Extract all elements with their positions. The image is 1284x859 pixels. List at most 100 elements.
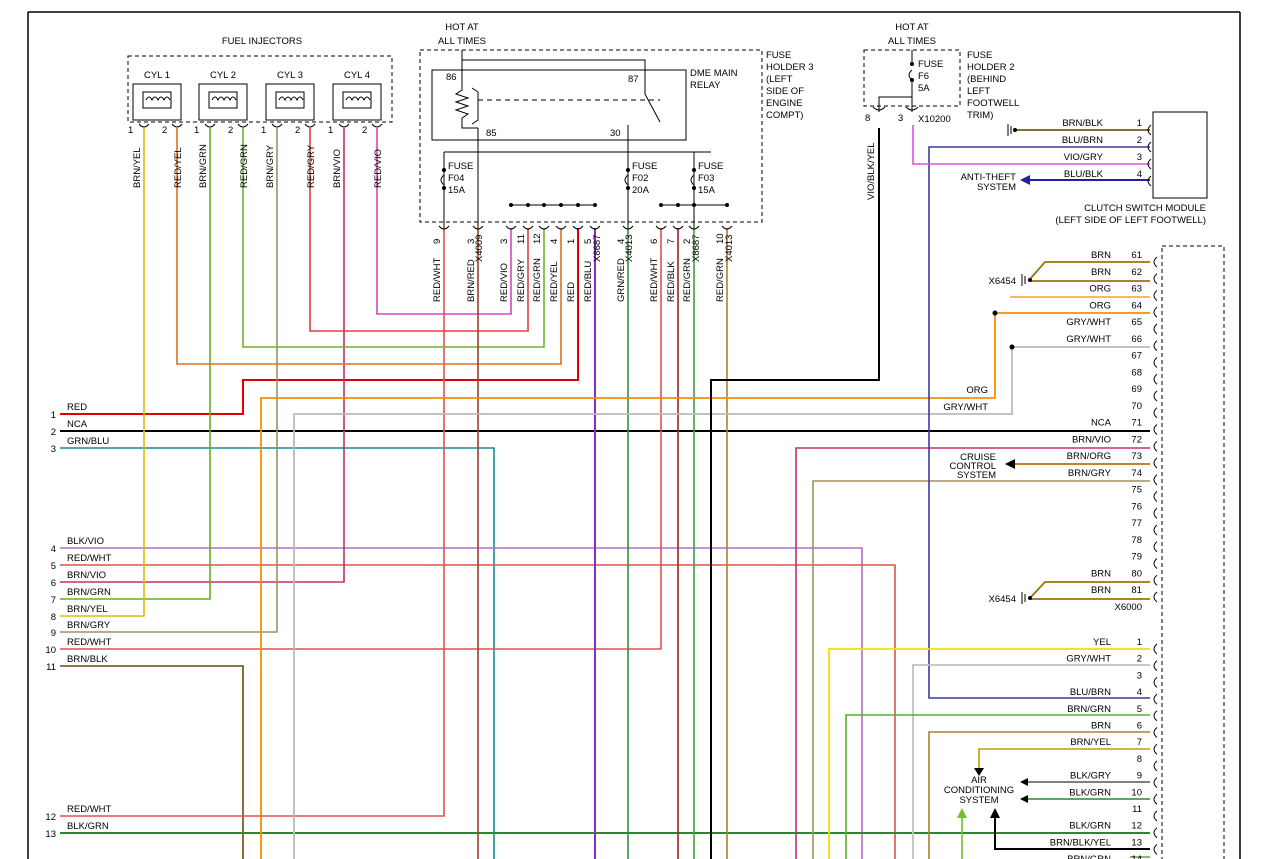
hot-label-2b: ALL TIMES xyxy=(888,36,936,47)
svg-text:61: 61 xyxy=(1131,250,1142,261)
right-lower-pin-11: 11 xyxy=(1132,804,1158,822)
svg-text:RED/BLU: RED/BLU xyxy=(583,261,594,302)
svg-text:RED/WHT: RED/WHT xyxy=(432,257,443,302)
svg-text:FOOTWELL: FOOTWELL xyxy=(967,98,1019,109)
ac-arrow-left-1-icon xyxy=(1020,778,1028,786)
ground-x6454-upper-icon xyxy=(1021,274,1032,286)
svg-text:BRN: BRN xyxy=(1091,267,1111,278)
hot-label-1b: ALL TIMES xyxy=(438,36,486,47)
svg-text:BRN/GRY: BRN/GRY xyxy=(67,620,111,631)
cruise-arrow-icon xyxy=(1005,459,1015,469)
svg-text:64: 64 xyxy=(1131,300,1142,311)
injector-wire: RED/VIO xyxy=(373,149,384,188)
svg-text:74: 74 xyxy=(1131,468,1142,479)
svg-text:FUSE: FUSE xyxy=(967,50,992,61)
right-lower-pin-5: 5 BRN/GRN xyxy=(1067,704,1158,722)
fuse-f6: FUSE F6 5A xyxy=(918,59,943,94)
svg-text:CONDITIONING: CONDITIONING xyxy=(944,785,1014,796)
svg-text:RED/GRY: RED/GRY xyxy=(516,258,527,302)
svg-text:TRIM): TRIM) xyxy=(967,110,993,121)
svg-text:2: 2 xyxy=(51,427,56,438)
svg-text:78: 78 xyxy=(1131,535,1142,546)
cruise-control-label: CRUISE CONTROL SYSTEM xyxy=(950,452,997,481)
svg-text:3: 3 xyxy=(499,239,510,244)
injector-pin: 2 xyxy=(162,125,167,136)
svg-text:BRN/RED: BRN/RED xyxy=(466,259,477,302)
fh3-pin: X4013 xyxy=(624,235,635,262)
svg-text:NCA: NCA xyxy=(67,419,88,430)
svg-text:BLK/GRY: BLK/GRY xyxy=(1070,771,1112,782)
svg-text:BRN: BRN xyxy=(1091,721,1111,732)
svg-text:F6: F6 xyxy=(918,71,929,82)
right-pin-68: 68 xyxy=(1131,367,1158,385)
svg-text:BLU/BRN: BLU/BRN xyxy=(1070,687,1111,698)
svg-text:10: 10 xyxy=(1131,787,1142,798)
fh3-pin: X4013 xyxy=(724,235,735,262)
svg-text:10: 10 xyxy=(45,645,56,656)
svg-text:(LEFT SIDE OF LEFT FOOTWELL): (LEFT SIDE OF LEFT FOOTWELL) xyxy=(1055,215,1206,226)
clutch-switch-module xyxy=(1152,111,1208,199)
anti-theft-arrow-icon xyxy=(1020,175,1030,185)
svg-text:GRY/WHT: GRY/WHT xyxy=(1066,334,1111,345)
svg-text:X8687: X8687 xyxy=(592,235,603,262)
svg-text:80: 80 xyxy=(1131,568,1142,579)
svg-text:68: 68 xyxy=(1131,367,1142,378)
right-pin-76: 76 xyxy=(1131,501,1158,519)
svg-text:4: 4 xyxy=(549,239,560,244)
right-pin-69: 69 xyxy=(1131,384,1158,402)
svg-text:DME MAIN: DME MAIN xyxy=(690,68,738,79)
svg-text:ORG: ORG xyxy=(1089,300,1111,311)
svg-text:X8687: X8687 xyxy=(691,235,702,262)
svg-text:BRN/GRN: BRN/GRN xyxy=(1067,704,1111,715)
injector-name: CYL 2 xyxy=(210,70,236,81)
svg-text:4: 4 xyxy=(616,239,627,244)
svg-text:SYSTEM: SYSTEM xyxy=(957,470,996,481)
svg-text:5: 5 xyxy=(1137,704,1142,715)
x6454-label-upper: X6454 xyxy=(989,276,1016,287)
svg-text:5A: 5A xyxy=(918,83,930,94)
svg-text:12: 12 xyxy=(45,812,56,823)
ac-arrow-left-2-icon xyxy=(1020,795,1028,803)
svg-text:65: 65 xyxy=(1131,317,1142,328)
svg-text:BRN/VIO: BRN/VIO xyxy=(67,570,106,581)
dme-main-relay xyxy=(431,69,687,141)
svg-text:1: 1 xyxy=(1137,118,1142,129)
svg-text:RED/WHT: RED/WHT xyxy=(67,804,112,815)
fh2-connector: X10200 xyxy=(918,114,951,125)
injector-wire: BRN/VIO xyxy=(332,149,343,188)
svg-text:FUSE: FUSE xyxy=(918,59,943,70)
injector-wire: RED/GRY xyxy=(306,144,317,188)
svg-text:FUSE: FUSE xyxy=(698,161,723,172)
fuse-holder-2-label: FUSE HOLDER 2 (BEHIND LEFT FOOTWELL TRIM… xyxy=(967,50,1019,121)
svg-text:1: 1 xyxy=(1137,637,1142,648)
svg-text:14: 14 xyxy=(1131,854,1142,859)
svg-text:11: 11 xyxy=(1132,804,1142,815)
svg-text:66: 66 xyxy=(1131,334,1142,345)
svg-text:SYSTEM: SYSTEM xyxy=(959,795,998,806)
left-connector-pins: 1RED2NCA3GRN/BLU4BLK/VIO5RED/WHT6BRN/VIO… xyxy=(45,402,111,840)
svg-text:AIR: AIR xyxy=(971,775,987,786)
svg-text:X4013: X4013 xyxy=(724,235,735,262)
svg-text:RED/WHT: RED/WHT xyxy=(67,553,112,564)
svg-text:RED/GRN: RED/GRN xyxy=(715,258,726,302)
